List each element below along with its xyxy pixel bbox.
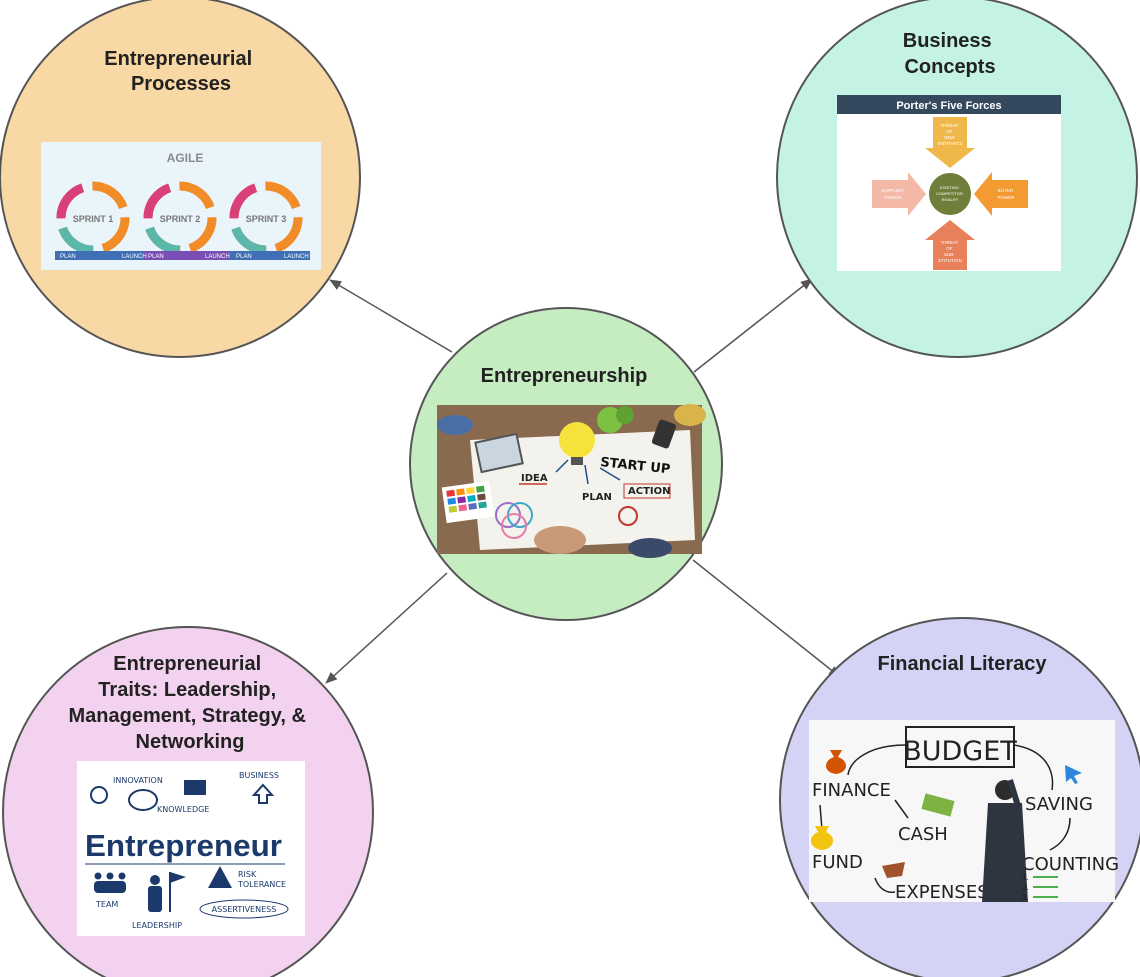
traits-word-risk: RISK <box>238 870 257 879</box>
traits-word-tolerance: TOLERANCE <box>237 880 286 889</box>
cart-icon <box>882 862 905 878</box>
porter-bottom-arrow <box>925 220 975 270</box>
connector-to-concepts <box>693 278 813 373</box>
money-bag-icon <box>826 750 846 774</box>
node-center: Entrepreneurship <box>409 307 723 621</box>
leader-flag-icon <box>148 872 186 912</box>
startup-word-idea: IDEA <box>521 473 548 484</box>
sprint-3-label: SPRINT 3 <box>246 214 287 224</box>
lightbulb-icon <box>90 786 108 804</box>
finance-list-1: 1. <box>1022 873 1029 882</box>
team-icon <box>94 872 126 893</box>
traits-word-team: TEAM <box>95 900 118 909</box>
cash-icon <box>921 793 955 817</box>
plan-launch-bars: PLAN LAUNCH PLAN LAUNCH PLAN LAUNCH <box>55 251 310 260</box>
finance-word-expenses: EXPENSES <box>895 882 989 903</box>
finance-list-2: 2. <box>1022 883 1029 892</box>
porter-center-circle <box>927 171 973 217</box>
node-traits: Entrepreneurial Traits: Leadership, Mana… <box>2 626 374 977</box>
traits-word-knowledge: KNOWLEDGE <box>157 805 209 814</box>
porter-heading: Porter's Five Forces <box>896 100 1001 112</box>
traits-main-word: Entrepreneur <box>85 828 282 863</box>
porter-bottom-text: THREAT OF SUB- STITUTION <box>938 240 962 263</box>
up-arrow-icon <box>251 783 275 804</box>
finance-word-finance: FINANCE <box>812 780 891 801</box>
sprint-2-label: SPRINT 2 <box>160 214 201 224</box>
connector-to-traits <box>325 572 448 684</box>
node-concepts: Business Concepts Porter's Five Forces T… <box>776 0 1138 358</box>
sprint-cycle-2: SPRINT 2 <box>143 181 217 255</box>
finance-word-counting: COUNTING <box>1022 854 1119 875</box>
center-title: Entrepreneurship <box>481 365 648 387</box>
porter-center-text: EXISTING COMPETITOR RIVALRY <box>936 185 964 202</box>
traits-title: Entrepreneurial Traits: Leadership, Mana… <box>68 653 311 753</box>
porter-top-text: THREAT OF NEW ENTRANTS <box>938 123 962 146</box>
books-icon <box>184 780 206 795</box>
warning-icon <box>208 866 232 888</box>
traits-word-assertiveness: ASSERTIVENESS <box>212 905 277 914</box>
node-literacy: Financial Literacy BUDGET FINANCE SAVING… <box>779 617 1140 977</box>
agile-image: AGILE SPRINT 1 SPRINT 2 SPRINT 3 <box>41 142 321 270</box>
sprint-cycle-3: SPRINT 3 <box>229 181 303 255</box>
sprint-cycle-1: SPRINT 1 <box>56 181 130 255</box>
agile-heading: AGILE <box>167 151 204 165</box>
traits-image: INNOVATION KNOWLEDGE BUSINESS Entreprene… <box>77 761 305 936</box>
node-processes: Entrepreneurial Processes AGILE SPRINT 1… <box>0 0 361 358</box>
bar-plan-3: PLAN <box>236 254 252 260</box>
finance-word-cash: CASH <box>898 824 948 845</box>
brain-icon <box>128 789 158 811</box>
startup-word-startup: START UP <box>600 455 671 477</box>
finance-word-saving: SAVING <box>1025 794 1093 815</box>
concepts-title: Business Concepts <box>903 30 998 78</box>
cursor-icon <box>1065 765 1082 784</box>
bar-launch-1: LAUNCH <box>122 254 147 260</box>
bar-plan-2: PLAN <box>148 254 164 260</box>
porter-left-text: SUPPLIER POWER <box>881 188 905 200</box>
porter-left-arrow <box>872 172 926 216</box>
processes-title: Entrepreneurial Processes <box>104 48 257 95</box>
traits-word-business: BUSINESS <box>239 771 279 780</box>
startup-word-plan: PLAN <box>582 492 612 503</box>
connector-to-literacy <box>692 559 841 678</box>
finance-image: BUDGET FINANCE SAVING CASH FUND EXPENSES… <box>809 720 1119 903</box>
bar-launch-2: LAUNCH <box>205 254 230 260</box>
finance-list-3: 3. <box>1022 893 1029 902</box>
startup-image: START UP IDEA PLAN ACTION <box>437 404 706 558</box>
bar-plan-1: PLAN <box>60 254 76 260</box>
porter-top-arrow <box>925 117 975 168</box>
traits-word-innovation: INNOVATION <box>113 776 163 785</box>
literacy-title: Financial Literacy <box>878 653 1048 675</box>
finance-word-fund: FUND <box>812 852 863 873</box>
sprint-1-label: SPRINT 1 <box>73 214 114 224</box>
traits-word-leadership: LEADERSHIP <box>132 921 182 930</box>
connector-to-processes <box>329 279 453 353</box>
porter-right-arrow <box>974 172 1028 216</box>
lightbulb-icon <box>559 422 595 458</box>
businessman-figure <box>982 779 1028 902</box>
porter-right-text: BUYER POWER <box>997 188 1015 200</box>
bar-launch-3: LAUNCH <box>284 254 309 260</box>
startup-word-action: ACTION <box>628 486 671 497</box>
finance-word-budget: BUDGET <box>903 736 1017 767</box>
porter-image: Porter's Five Forces THREAT OF NEW ENTRA… <box>837 95 1061 271</box>
coin-bag-icon <box>810 826 834 850</box>
connectors <box>325 278 841 684</box>
